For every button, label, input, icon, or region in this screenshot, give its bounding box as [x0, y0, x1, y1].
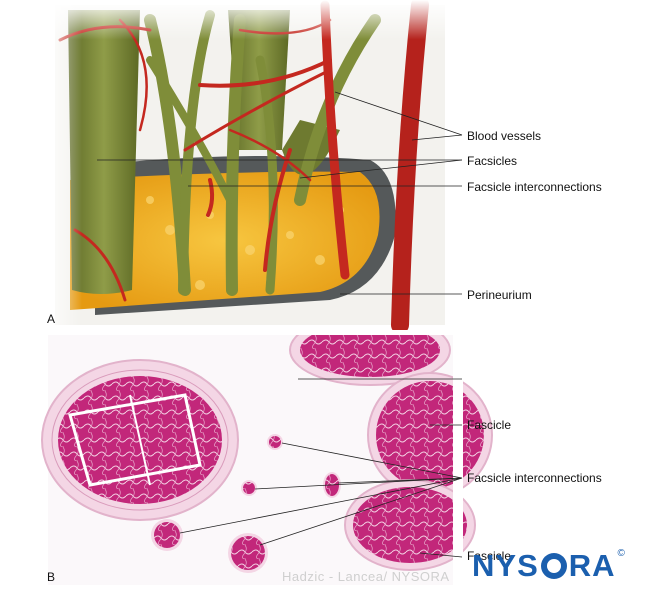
fascicle-top-partial: [289, 335, 451, 386]
panel-a-leader-lines: [97, 91, 463, 295]
panel-letter-a: A: [47, 312, 56, 326]
label-facsicle-interconnections-a: Facsicle interconnections: [467, 180, 602, 194]
panel-a-illustration: Blood vessels Facsicles Facsicle interco…: [40, 0, 602, 330]
panel-b-leader-lines: [179, 378, 463, 558]
nerve-illustration: [40, 0, 463, 330]
small-interconnection-fascicles: [151, 434, 341, 573]
label-facsicle-interconnections-b: Facsicle interconnections: [467, 471, 602, 485]
panel-b-histology: Fascicle Facsicle interconnections Fasci…: [0, 335, 653, 595]
nysora-logo: NYS RA ©: [472, 548, 625, 584]
watermark-credit: Hadzic - Lancea/ NYSORA: [282, 569, 450, 584]
logo-wordmark: NYS RA: [472, 548, 616, 584]
fascicle-large-left: [41, 359, 239, 521]
label-perineurium: Perineurium: [467, 288, 532, 302]
label-blood-vessels: Blood vessels: [467, 129, 542, 143]
fascicle-right-lower: [344, 479, 476, 571]
panel-letter-b: B: [47, 570, 56, 584]
label-fascicle-bottom: Fascicle: [467, 549, 512, 563]
logo-text-start: NYS: [472, 548, 539, 583]
histology-section: [41, 335, 493, 595]
label-facsicles: Facsicles: [467, 154, 518, 168]
logo-o-ring-icon: [540, 553, 567, 579]
label-fascicle-top: Fascicle: [467, 418, 512, 432]
logo-text-end: RA: [568, 548, 616, 583]
logo-registered-mark: ©: [617, 548, 625, 559]
